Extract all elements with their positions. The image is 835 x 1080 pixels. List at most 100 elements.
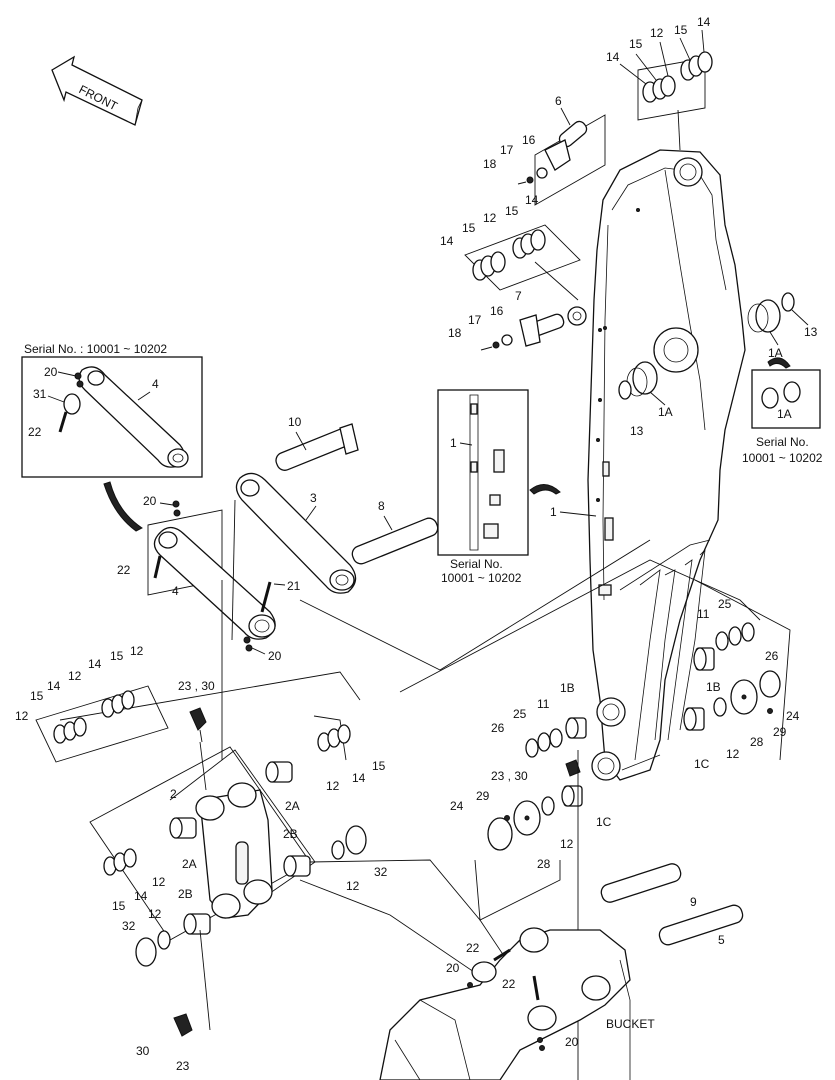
label-6: 6 [555,94,562,108]
label-12: 12 [15,709,29,723]
serial-mid-line1: Serial No. [450,557,503,571]
serial-right-line1: Serial No. [756,435,809,449]
snap-rings-link2: 12 32 12 32 [122,825,388,967]
label-22: 22 [502,977,516,991]
label-4: 4 [172,584,179,598]
serial-inset-bushing: 1A Serial No. 10001 ~ 10202 [742,357,823,465]
label-32: 32 [374,865,388,879]
label-23-30: 23 , 30 [491,769,528,783]
washers-link2-right: 12 14 15 [313,715,386,793]
label-20: 20 [44,365,58,379]
pin-9: 9 [600,863,697,909]
label-12: 12 [130,644,144,658]
label-15: 15 [629,37,643,51]
label-13: 13 [804,325,818,339]
label-14: 14 [134,889,148,903]
label-12: 12 [346,879,360,893]
label-14: 14 [606,50,620,64]
label-20: 20 [268,649,282,663]
label-1a: 1A [658,405,673,419]
label-2a: 2A [182,857,197,871]
serial-inset-link: Serial No. : 10001 ~ 10202 20 31 22 4 [21,342,203,532]
label-2: 2 [170,787,177,801]
label-30: 30 [136,1044,150,1058]
label-12: 12 [326,779,340,793]
label-17: 17 [500,143,514,157]
serial-inset-arm: 1 Serial No. 10001 ~ 10202 [437,389,561,585]
pin-5: 5 [658,904,744,947]
label-26: 26 [491,721,505,735]
front-arrow-icon: FRONT [51,55,143,126]
washers-link2-left: 15 14 12 [103,848,166,913]
label-1: 1 [550,505,557,519]
label-15: 15 [462,221,476,235]
link-4: 20 22 4 21 20 [117,494,301,663]
label-12: 12 [726,747,740,761]
label-25: 25 [718,597,732,611]
label-8: 8 [378,499,385,513]
label-14: 14 [440,234,454,248]
label-15: 15 [505,204,519,218]
label-20: 20 [143,494,157,508]
label-12: 12 [560,837,574,851]
label-1-inset: 1 [450,436,457,450]
label-26: 26 [765,649,779,663]
mid-collars: 15 12 15 14 14 [440,193,581,301]
arm-body [567,149,746,781]
label-11: 11 [537,697,550,711]
label-22: 22 [117,563,131,577]
label-1c: 1C [694,757,710,771]
label-13: 13 [630,424,644,438]
label-14: 14 [47,679,61,693]
label-23-30: 23 , 30 [178,679,215,693]
label-14: 14 [525,193,539,207]
label-12: 12 [483,211,497,225]
label-16: 16 [522,133,536,147]
label-15: 15 [30,689,44,703]
label-11: 11 [697,607,710,621]
label-17: 17 [468,313,482,327]
label-9: 9 [690,895,697,909]
label-28: 28 [537,857,551,871]
serial-right-line2: 10001 ~ 10202 [742,451,823,465]
label-3: 3 [310,491,317,505]
label-18: 18 [448,326,462,340]
serial-left-title: Serial No. : 10001 ~ 10202 [24,342,167,356]
label-4-inset: 4 [152,377,159,391]
label-28: 28 [750,735,764,749]
label-18: 18 [483,157,497,171]
label-14: 14 [697,15,711,29]
label-1b: 1B [560,681,575,695]
linkage-2: 2 2A 2A 2B 2B [89,746,316,941]
label-12: 12 [148,907,162,921]
bucket-label: BUCKET [606,1017,655,1031]
label-32: 32 [122,919,136,933]
link-3: 10 3 8 [235,415,439,594]
label-16: 16 [490,304,504,318]
label-23: 23 [176,1059,190,1073]
label-22: 22 [466,941,480,955]
label-12: 12 [68,669,82,683]
label-12: 12 [152,875,166,889]
label-24: 24 [450,799,464,813]
label-7: 7 [515,289,522,303]
label-10: 10 [288,415,302,429]
label-5: 5 [718,933,725,947]
bushing-1a: 1A 13 1A 13 [618,292,818,438]
grease-fitting-bottom: 30 23 [136,929,211,1073]
label-29: 29 [476,789,490,803]
label-31: 31 [33,387,47,401]
label-20: 20 [565,1035,579,1049]
label-2a: 2A [285,799,300,813]
label-2b: 2B [283,827,298,841]
left-bushings: 1B 11 25 26 23 , 30 24 29 12 1C 28 [450,681,612,871]
label-22: 22 [28,425,42,439]
label-24: 24 [786,709,800,723]
label-14: 14 [88,657,102,671]
label-21: 21 [287,579,301,593]
pin-7-assembly: 7 16 17 18 [448,289,565,351]
label-1a: 1A [777,407,792,421]
label-1a: 1A [768,346,783,360]
label-25: 25 [513,707,527,721]
serial-mid-line2: 10001 ~ 10202 [441,571,522,585]
